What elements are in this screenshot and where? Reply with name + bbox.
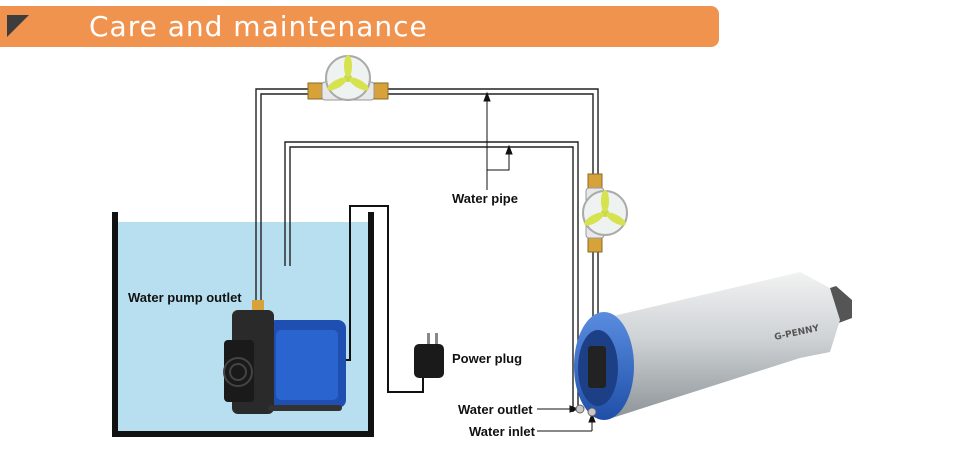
water-pipe-pointer (483, 91, 513, 190)
fitting-pointers (537, 404, 597, 432)
water-pump-outlet-label: Water pump outlet (128, 290, 242, 305)
flow-meter-side-icon (582, 173, 628, 253)
water-outlet-label: Water outlet (458, 402, 533, 417)
power-cable (343, 205, 424, 393)
power-plug-label: Power plug (452, 351, 523, 366)
flow-meter-top-icon (307, 55, 389, 101)
section-header: Care and maintenance (0, 6, 719, 47)
water-pump-icon (223, 300, 346, 414)
spindle-motor: G-PENNY (574, 272, 852, 420)
section-title: Care and maintenance (89, 10, 428, 43)
water-inlet-label: Water inlet (469, 424, 535, 439)
lower-water-pipe (284, 141, 579, 412)
water-pipe-label: Water pipe (452, 191, 518, 206)
header-corner-mark (7, 15, 29, 37)
power-plug-icon (414, 333, 444, 378)
